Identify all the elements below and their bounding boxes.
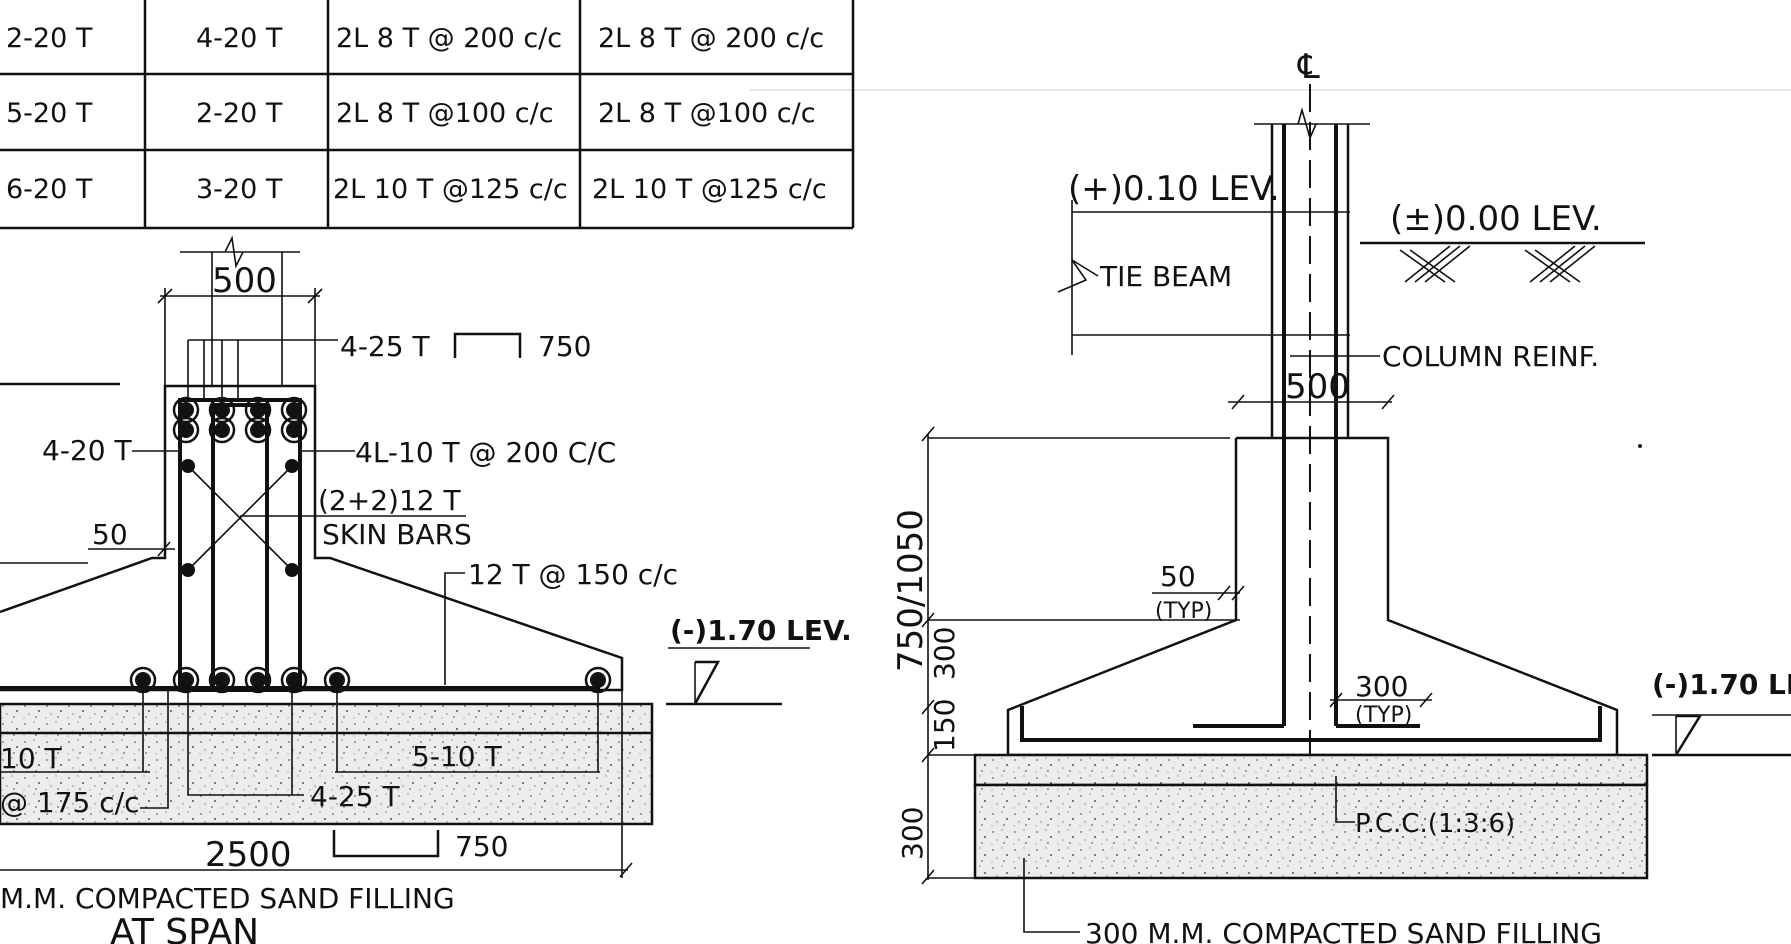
dim-500-right: 500 bbox=[1285, 367, 1350, 407]
top-bars-label: 4-25 T bbox=[340, 330, 430, 363]
side-bars-label: 4-20 T bbox=[42, 434, 132, 467]
table-cell: 6-20 T bbox=[6, 174, 93, 205]
cover-typ: (TYP) bbox=[1155, 599, 1212, 624]
cover-dim: 50 bbox=[92, 518, 128, 551]
table-cell: 2L 10 T @125 c/c bbox=[592, 174, 827, 205]
centerline-symbol: ℄ bbox=[1297, 47, 1320, 87]
table-cell: 2-20 T bbox=[6, 23, 93, 54]
top-rebars bbox=[172, 396, 308, 444]
table-cell: 2-20 T bbox=[196, 98, 283, 129]
right-section-column-footing: ℄ (+)0.10 LEV. (±)0.00 LEV. TIE BEAM COL… bbox=[891, 47, 1791, 944]
table-cell: 2L 10 T @125 c/c bbox=[333, 174, 568, 205]
table-cell: 3-20 T bbox=[196, 174, 283, 205]
level-top-label: (+)0.10 LEV. bbox=[1068, 169, 1280, 209]
section-title-at-span: AT SPAN bbox=[110, 912, 259, 944]
bar-hook-symbol bbox=[332, 830, 440, 858]
bottom-rebars bbox=[129, 666, 612, 694]
slab-bars-label: 12 T @ 150 c/c bbox=[468, 558, 678, 591]
hook-dim-750: 750 bbox=[455, 830, 508, 863]
table-cell: 2L 8 T @ 200 c/c bbox=[598, 23, 824, 54]
hook-dim-right: 300 bbox=[1355, 670, 1408, 703]
table-cell: 5-20 T bbox=[6, 98, 93, 129]
skin-bar bbox=[181, 563, 195, 577]
beam-outline bbox=[0, 384, 624, 692]
level-label-left: (-)1.70 LEV. bbox=[670, 614, 852, 647]
level-bottom-label: (-)1.70 LEV bbox=[1652, 668, 1791, 701]
dim-500-top: 500 bbox=[212, 261, 277, 301]
stirrup-inner bbox=[211, 403, 269, 692]
bottom-bars-right: 5-10 T bbox=[412, 740, 502, 773]
bottom-bars-left: 10 T bbox=[0, 742, 63, 775]
dim-300-vert: 300 bbox=[928, 627, 961, 680]
skin-bars-count: (2+2)12 T bbox=[318, 484, 461, 517]
level-ground-label: (±)0.00 LEV. bbox=[1390, 199, 1602, 239]
skin-bar bbox=[285, 563, 299, 577]
stirrup-outer bbox=[178, 398, 302, 692]
cover-dim-right: 50 bbox=[1160, 560, 1196, 593]
table-cell: 4-20 T bbox=[196, 23, 283, 54]
footing-outline bbox=[1006, 436, 1619, 757]
links-label: 4L-10 T @ 200 C/C bbox=[355, 436, 616, 469]
bottom-spacing: @ 175 c/c bbox=[0, 786, 139, 819]
bar-hook-symbol bbox=[453, 332, 522, 358]
pcc-label: P.C.C.(1:3:6) bbox=[1355, 809, 1515, 839]
table-cell: 2L 8 T @ 200 c/c bbox=[336, 23, 562, 54]
skin-bar bbox=[285, 459, 299, 473]
bottom-main-bars: 4-25 T bbox=[310, 780, 400, 813]
sand-filling bbox=[0, 702, 654, 826]
dim-sand-vert: 300 bbox=[896, 807, 929, 860]
width-dim-2500: 2500 bbox=[205, 835, 292, 875]
ground-hatch bbox=[1399, 245, 1596, 283]
skin-bar bbox=[181, 459, 195, 473]
table-cell: 2L 8 T @100 c/c bbox=[598, 98, 816, 129]
skin-bars-label: SKIN BARS bbox=[322, 518, 472, 551]
sand-filling-right bbox=[973, 783, 1649, 880]
dim-height: 750/1050 bbox=[891, 509, 931, 672]
tie-beam-label: TIE BEAM bbox=[1099, 260, 1232, 293]
rebar-table: 2-20 T 4-20 T 2L 8 T @ 200 c/c 2L 8 T @ … bbox=[0, 0, 855, 230]
sand-filling-label-left: M.M. COMPACTED SAND FILLING bbox=[0, 882, 455, 915]
column-reinf-label: COLUMN REINF. bbox=[1382, 340, 1599, 373]
left-section-at-span: 500 4-25 T 750 4-2 bbox=[0, 235, 852, 944]
dim-150-vert: 150 bbox=[928, 699, 961, 752]
table-cell: 2L 8 T @100 c/c bbox=[336, 98, 554, 129]
hook-typ: (TYP) bbox=[1355, 703, 1412, 728]
pcc-layer bbox=[973, 753, 1649, 787]
sand-filling-label-right: 300 M.M. COMPACTED SAND FILLING bbox=[1085, 917, 1602, 944]
top-bar-hook-dim: 750 bbox=[538, 330, 591, 363]
